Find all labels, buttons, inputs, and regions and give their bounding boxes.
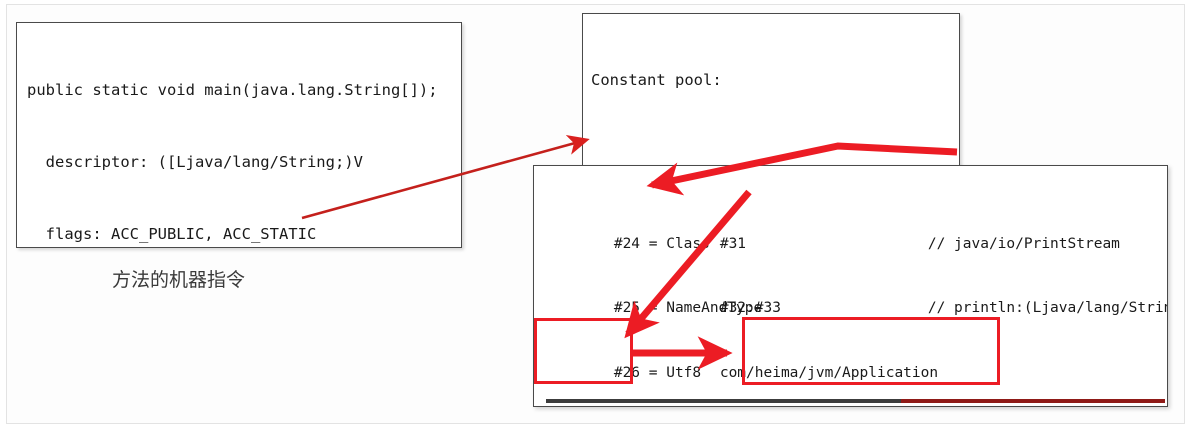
constant-pool-row: #1 = Methodref#6.#20 — [591, 140, 927, 164]
constant-pool-panel: Constant pool: #1 = Methodref#6.#20 #2 =… — [582, 13, 960, 168]
detail-row-comment: // println:(Ljava/lang/String;)V — [927, 300, 1167, 316]
detail-box-bottom-rule — [546, 399, 1165, 403]
constant-pool-header: Constant pool: — [591, 71, 722, 89]
code-line: flags: ACC_PUBLIC, ACC_STATIC — [27, 225, 317, 243]
detail-row-comment: // java/io/PrintStream — [927, 235, 1120, 252]
code-box-caption: 方法的机器指令 — [112, 269, 246, 291]
constant-pool-code: Constant pool: #1 = Methodref#6.#20 #2 =… — [591, 20, 927, 167]
detail-row: #25 = NameAndType#32:#33// println:(Ljav… — [544, 277, 1167, 316]
detail-row-key: #25 = NameAndType — [613, 300, 763, 316]
method-disassembly-code: public static void main(java.lang.String… — [27, 30, 438, 247]
code-line: descriptor: ([Ljava/lang/String;)V — [27, 153, 363, 171]
detail-row-key: #26 = Utf8 — [613, 364, 702, 381]
highlight-box-utf8-indices — [534, 318, 633, 384]
detail-row-value: #31 — [719, 235, 747, 252]
detail-row: #24 = Class #31 // java/io/PrintStream — [544, 212, 1167, 252]
highlight-box-utf8-values — [742, 317, 1000, 385]
code-line: public static void main(java.lang.String… — [27, 81, 438, 99]
method-disassembly-panel: public static void main(java.lang.String… — [16, 22, 462, 248]
detail-box-bottom-rule-red — [901, 399, 1165, 403]
detail-row: #26 = Utf8 com/heima/jvm/Application — [544, 341, 1167, 381]
detail-row: #27 = Utf8java/lang/Object — [544, 406, 1167, 407]
detail-row-key: #24 = Class — [613, 235, 710, 252]
detail-row-value: com/heima/jvm/Application — [719, 364, 939, 381]
